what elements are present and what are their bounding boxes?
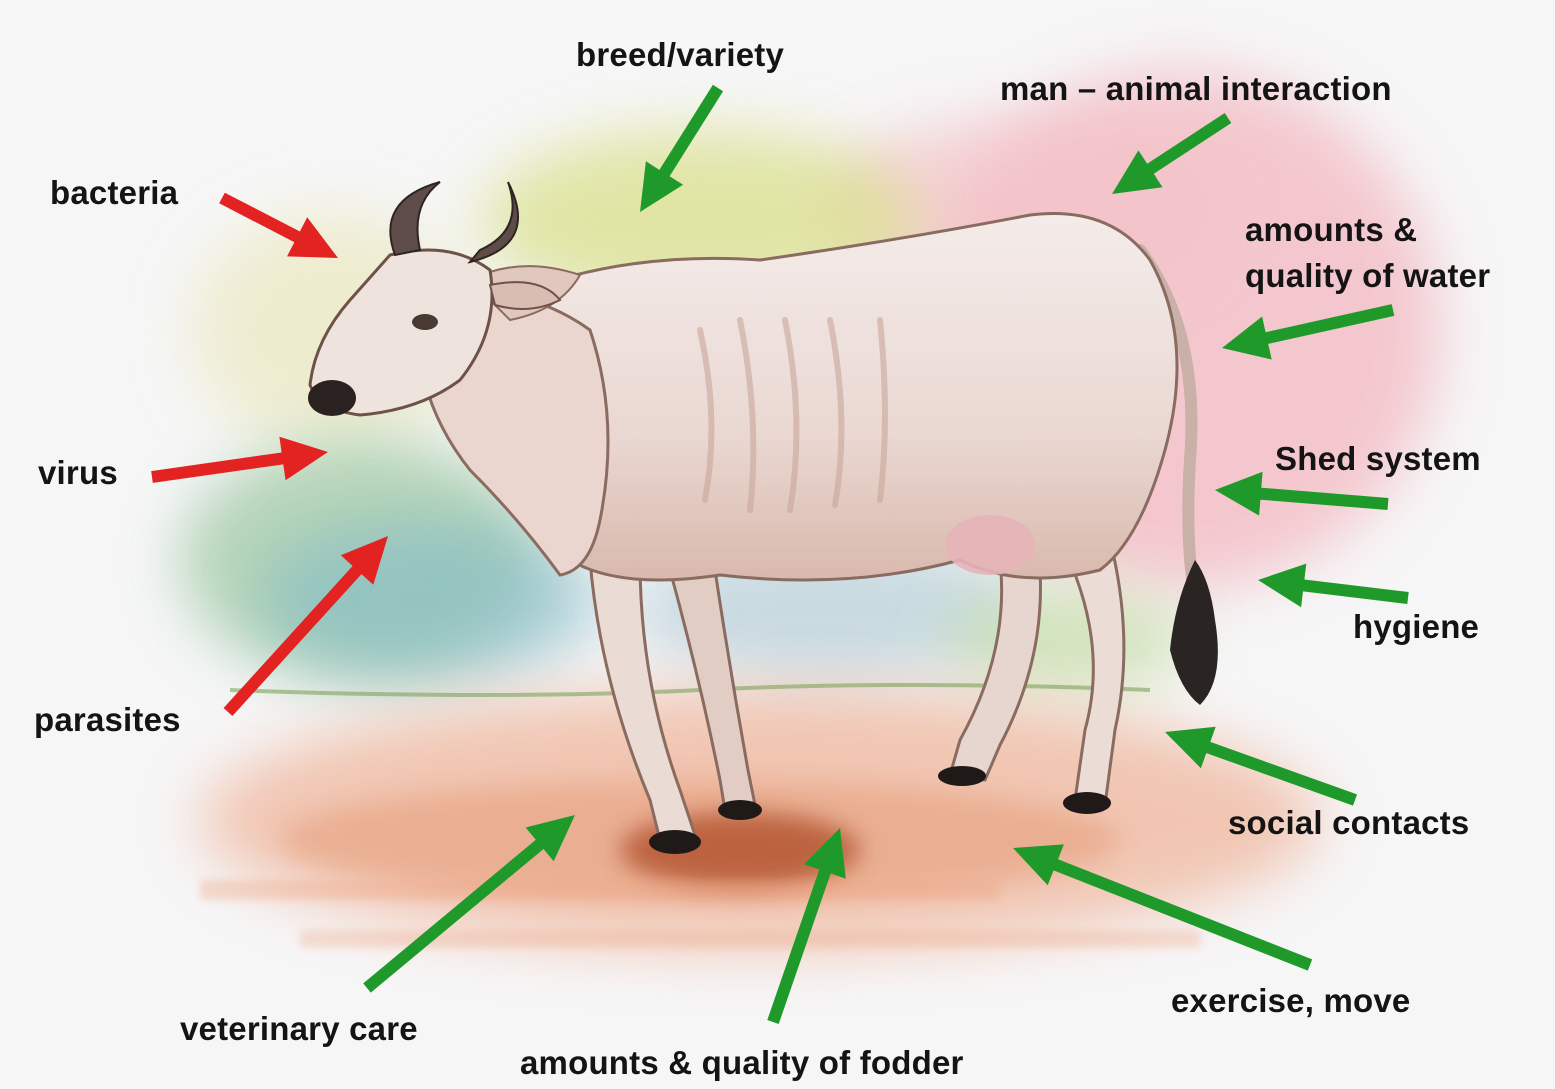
label-hygiene: hygiene (1353, 610, 1479, 645)
label-veterinary-care: veterinary care (180, 1012, 418, 1047)
label-shed-system: Shed system (1275, 442, 1481, 477)
label-man-animal-interaction: man – animal interaction (1000, 72, 1392, 107)
label-water-line-2: quality of water (1245, 259, 1490, 294)
label-social-contacts: social contacts (1228, 806, 1469, 841)
label-exercise-move: exercise, move (1171, 984, 1410, 1019)
arrow-hygiene-icon (1258, 564, 1409, 608)
label-parasites: parasites (34, 703, 181, 738)
label-water-line-1: amounts & (1245, 213, 1417, 248)
label-bacteria: bacteria (50, 176, 178, 211)
label-fodder: amounts & quality of fodder (520, 1046, 964, 1081)
label-breed-variety: breed/variety (576, 38, 784, 73)
label-virus: virus (38, 456, 118, 491)
